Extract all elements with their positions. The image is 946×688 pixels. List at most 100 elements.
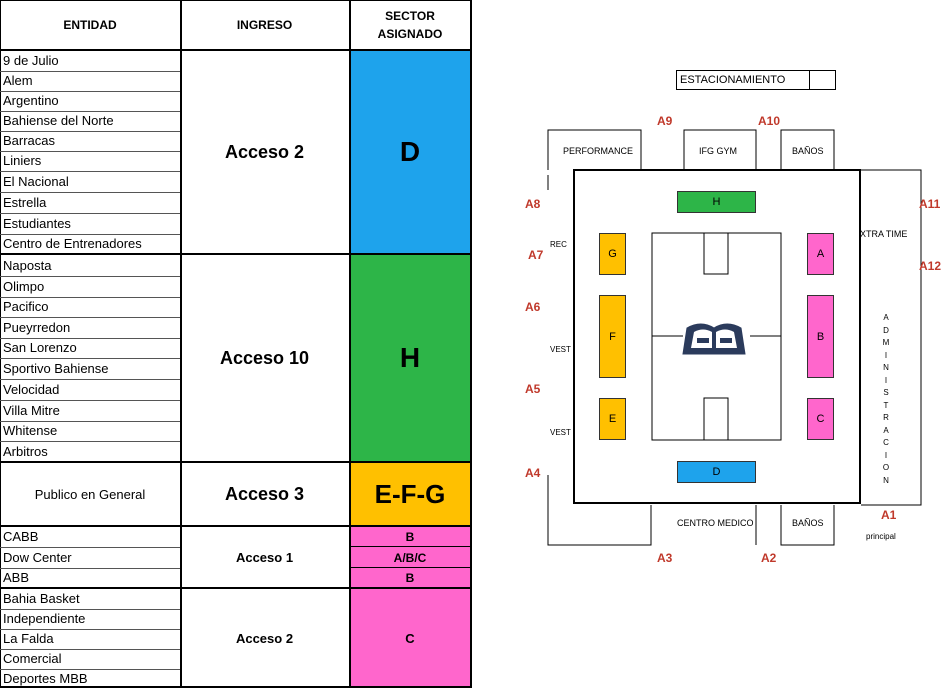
- header-sector-line1: SECTOR: [385, 9, 435, 23]
- access-a4: A4: [525, 466, 541, 480]
- entity-row-divider: [0, 317, 180, 318]
- access-a12: A12: [919, 259, 942, 273]
- group-4-sector-2: A/B/C: [349, 547, 471, 568]
- entity-row-divider: [0, 441, 180, 442]
- administracion-letter: M: [882, 338, 890, 347]
- administracion-letter: T: [883, 400, 889, 410]
- entity-row-divider: [0, 131, 180, 132]
- room-extra-time: XTRA TIME: [860, 229, 908, 239]
- entity-row: Whitense: [3, 423, 58, 438]
- entity-row: ABB: [3, 570, 30, 585]
- entity-row-divider: [0, 111, 180, 112]
- building-outline: [547, 129, 922, 546]
- access-a9: A9: [657, 114, 673, 128]
- entity-row: Centro de Entrenadores: [3, 236, 142, 251]
- entity-row-divider: [0, 629, 180, 630]
- entity-row: Estudiantes: [3, 216, 71, 231]
- access-a11: A11: [919, 197, 941, 211]
- entity-row: Bahia Basket: [3, 591, 80, 606]
- entity-row-divider: [0, 649, 180, 650]
- court-key-bottom: [703, 397, 729, 441]
- entity-row-divider: [0, 421, 180, 422]
- administracion-letter: A: [883, 313, 889, 322]
- administracion-letter: I: [884, 350, 888, 360]
- table-border-left: [0, 0, 1, 688]
- entity-row: Dow Center: [3, 550, 72, 565]
- table-border-right: [470, 0, 472, 688]
- sector-d-box: D: [677, 461, 756, 483]
- right-wing-outline: [861, 169, 922, 506]
- parking-divider: [809, 71, 810, 89]
- banos-bottom-outline: [780, 505, 835, 546]
- administracion-letter: N: [883, 363, 889, 372]
- entity-row: Villa Mitre: [3, 403, 60, 418]
- group-4-ingreso: Acceso 1: [235, 549, 294, 565]
- entity-row: Naposta: [3, 258, 52, 273]
- sector-b-box: B: [807, 295, 834, 378]
- group-5-ingreso: Acceso 2: [235, 630, 294, 646]
- room-performance: PERFORMANCE: [563, 146, 634, 156]
- administracion-letter: I: [884, 450, 888, 460]
- entity-row-divider: [0, 213, 180, 214]
- entity-row: El Nacional: [3, 174, 69, 189]
- banos-top-outline: [780, 129, 835, 170]
- entity-row: San Lorenzo: [3, 340, 77, 355]
- entity-row-divider: [0, 151, 180, 152]
- access-a5: A5: [525, 382, 541, 396]
- entity-row: 9 de Julio: [3, 53, 59, 68]
- book-logo-icon: [682, 323, 746, 355]
- access-table: ENTIDAD INGRESO SECTOR ASIGNADO 9 de Jul…: [0, 0, 472, 688]
- entity-row-divider: [0, 358, 180, 359]
- administracion-letter: R: [883, 413, 889, 422]
- entity-row: Comercial: [3, 651, 62, 666]
- entity-row-divider: [0, 234, 180, 235]
- entity-row-divider: [0, 379, 180, 380]
- room-ifg-gym: IFG GYM: [699, 146, 737, 156]
- group-2-sector: H: [349, 254, 471, 462]
- administracion-letter: D: [883, 325, 889, 335]
- header-sector-line2: ASIGNADO: [377, 27, 443, 41]
- entity-row: Bahiense del Norte: [3, 113, 114, 128]
- header-entidad: ENTIDAD: [0, 0, 180, 50]
- entity-row: Liniers: [3, 153, 42, 168]
- access-a1: A1: [881, 508, 897, 522]
- group-1-ingreso: Acceso 2: [224, 141, 305, 162]
- group-2-ingreso: Acceso 10: [219, 347, 310, 368]
- administracion-letter: A: [883, 425, 889, 435]
- entity-row: Pueyrredon: [3, 320, 71, 335]
- group-5-sector: C: [349, 588, 471, 688]
- sector-f-box: F: [599, 295, 626, 378]
- administracion-letter: O: [882, 463, 890, 472]
- table-group-divider-3: [0, 525, 471, 527]
- entity-row-divider: [0, 547, 180, 548]
- entity-row-divider: [0, 568, 180, 569]
- access-a10: A10: [758, 114, 781, 128]
- table-divider-col1: [180, 0, 182, 688]
- header-entidad-label: ENTIDAD: [63, 18, 117, 32]
- table-divider-col2: [349, 0, 351, 688]
- entity-row-divider: [0, 276, 180, 277]
- entity-row: CABB: [3, 529, 39, 544]
- bottom-left-outline: [547, 475, 652, 546]
- parking-label: ESTACIONAMIENTO: [680, 74, 786, 86]
- entity-row-divider: [0, 192, 180, 193]
- performance-room-outline: [547, 129, 642, 170]
- gym-room-outline: [683, 129, 757, 170]
- group-3-entity: Publico en General: [34, 486, 146, 502]
- sector-c-box: C: [807, 398, 834, 440]
- sector-g-box: G: [599, 233, 626, 275]
- table-border-top: [0, 0, 471, 1]
- entity-row-divider: [0, 171, 180, 172]
- table-group-divider-4: [0, 587, 471, 589]
- access-a8: A8: [525, 197, 541, 211]
- administracion-letter: C: [883, 438, 889, 447]
- entity-row: La Falda: [3, 631, 54, 646]
- entity-row: Sportivo Bahiense: [3, 361, 109, 376]
- entity-row-divider: [0, 338, 180, 339]
- room-banos-top: BAÑOS: [792, 146, 824, 156]
- entity-row: Arbitros: [3, 444, 48, 459]
- entity-row: Olimpo: [3, 279, 45, 294]
- table-group-divider-2: [0, 461, 471, 463]
- group-1-sector: D: [349, 50, 471, 254]
- sector-h-box: H: [677, 191, 756, 213]
